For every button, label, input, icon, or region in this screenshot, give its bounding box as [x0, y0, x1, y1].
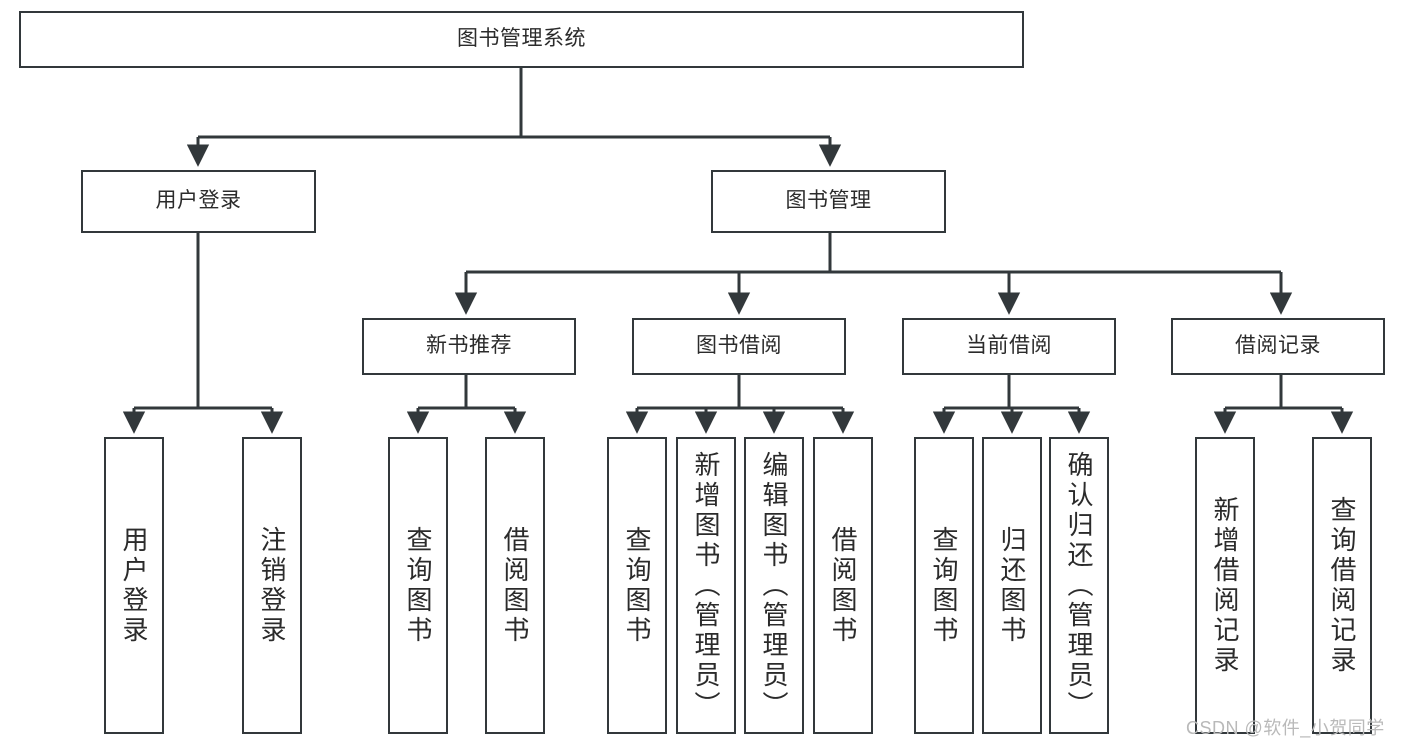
- node-leaf-query-record[interactable]: 查询借阅记录: [1312, 437, 1372, 734]
- node-leaf-edit-book-label: 编辑图书（管理员）: [759, 450, 789, 721]
- node-leaf-confirm-return[interactable]: 确认归还（管理员）: [1049, 437, 1109, 734]
- node-book-manage-label: 图书管理: [785, 189, 872, 213]
- node-leaf-borrow-book-2[interactable]: 借阅图书: [813, 437, 873, 734]
- node-book-borrow-label: 图书借阅: [696, 334, 782, 358]
- node-leaf-user-login[interactable]: 用户登录: [104, 437, 164, 734]
- node-new-book-recommend[interactable]: 新书推荐: [362, 318, 576, 375]
- node-leaf-edit-book[interactable]: 编辑图书（管理员）: [744, 437, 804, 734]
- node-borrow-record-label: 借阅记录: [1235, 334, 1321, 358]
- node-root-label: 图书管理系统: [457, 27, 586, 51]
- node-root[interactable]: 图书管理系统: [19, 11, 1024, 68]
- watermark: CSDN @软件_小贺同学: [1186, 718, 1385, 738]
- node-leaf-query-book-1-label: 查询图书: [403, 525, 433, 646]
- node-leaf-add-book[interactable]: 新增图书（管理员）: [676, 437, 736, 734]
- node-leaf-add-book-label: 新增图书（管理员）: [691, 450, 721, 721]
- node-book-manage[interactable]: 图书管理: [711, 170, 946, 233]
- node-leaf-query-book-2[interactable]: 查询图书: [607, 437, 667, 734]
- node-leaf-query-book-3[interactable]: 查询图书: [914, 437, 974, 734]
- node-leaf-return-book-label: 归还图书: [997, 525, 1027, 646]
- node-leaf-query-book-3-label: 查询图书: [929, 525, 959, 646]
- node-leaf-query-book-2-label: 查询图书: [622, 525, 652, 646]
- node-new-book-recommend-label: 新书推荐: [426, 334, 512, 358]
- node-leaf-logout[interactable]: 注销登录: [242, 437, 302, 734]
- node-leaf-user-login-label: 用户登录: [119, 525, 149, 646]
- node-leaf-query-record-label: 查询借阅记录: [1327, 495, 1357, 676]
- node-current-borrow[interactable]: 当前借阅: [902, 318, 1116, 375]
- node-leaf-query-book-1[interactable]: 查询图书: [388, 437, 448, 734]
- node-leaf-return-book[interactable]: 归还图书: [982, 437, 1042, 734]
- node-leaf-borrow-book-1-label: 借阅图书: [500, 525, 530, 646]
- node-borrow-record[interactable]: 借阅记录: [1171, 318, 1385, 375]
- node-book-borrow[interactable]: 图书借阅: [632, 318, 846, 375]
- node-leaf-add-record[interactable]: 新增借阅记录: [1195, 437, 1255, 734]
- node-leaf-confirm-return-label: 确认归还（管理员）: [1064, 450, 1094, 721]
- node-user-login-label: 用户登录: [155, 189, 242, 213]
- node-leaf-add-record-label: 新增借阅记录: [1210, 495, 1240, 676]
- node-user-login[interactable]: 用户登录: [81, 170, 316, 233]
- node-leaf-logout-label: 注销登录: [257, 525, 287, 646]
- node-leaf-borrow-book-1[interactable]: 借阅图书: [485, 437, 545, 734]
- node-current-borrow-label: 当前借阅: [966, 334, 1052, 358]
- node-leaf-borrow-book-2-label: 借阅图书: [828, 525, 858, 646]
